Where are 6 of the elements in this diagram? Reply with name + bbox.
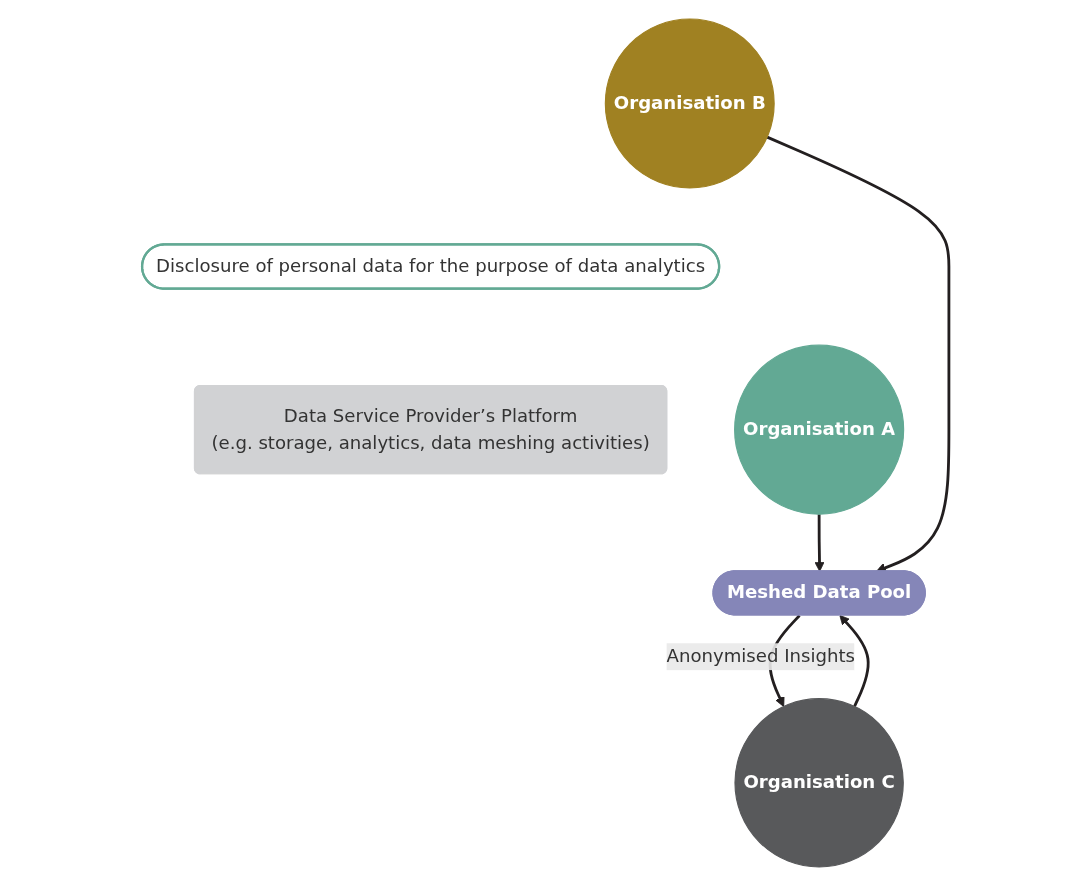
node-circle: Organisation C (734, 698, 904, 868)
edge-label: Anonymised Insights (666, 645, 855, 667)
node-circle: Organisation A (734, 344, 905, 515)
node-circle: Organisation B (604, 18, 775, 189)
arrow (814, 514, 825, 572)
arrow (839, 615, 870, 708)
